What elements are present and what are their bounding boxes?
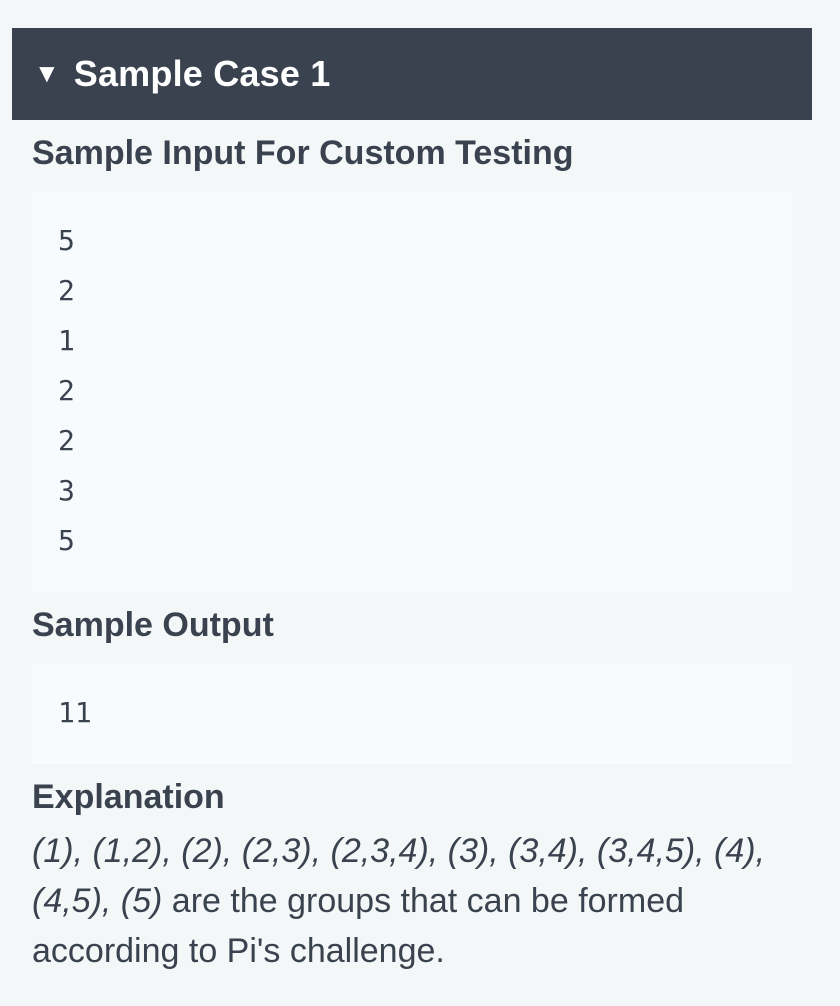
sample-output-heading: Sample Output	[32, 606, 274, 644]
explanation-text: (1), (1,2), (2), (2,3), (2,3,4), (3), (3…	[32, 826, 812, 976]
input-line: 2	[58, 274, 75, 307]
input-line: 2	[58, 374, 75, 407]
input-line: 3	[58, 474, 75, 507]
output-line: 11	[58, 696, 92, 729]
explanation-heading: Explanation	[32, 778, 225, 816]
sample-input-heading: Sample Input For Custom Testing	[32, 134, 574, 172]
input-line: 2	[58, 424, 75, 457]
input-line: 5	[58, 524, 75, 557]
sample-output-box: 11	[32, 664, 792, 764]
input-line: 5	[58, 224, 75, 257]
sample-case-title: Sample Case 1	[73, 53, 331, 94]
input-line: 1	[58, 324, 75, 357]
explanation-groups: (1), (1,2), (2), (2,3), (2,3,4), (3), (3…	[32, 832, 766, 920]
sample-case-toggle[interactable]: ▼ Sample Case 1	[12, 28, 812, 120]
explanation-rest: are the groups that can be formed accord…	[32, 882, 685, 970]
sample-input-box: 5 2 1 2 2 3 5	[32, 192, 792, 592]
triangle-down-icon: ▼	[34, 58, 60, 88]
